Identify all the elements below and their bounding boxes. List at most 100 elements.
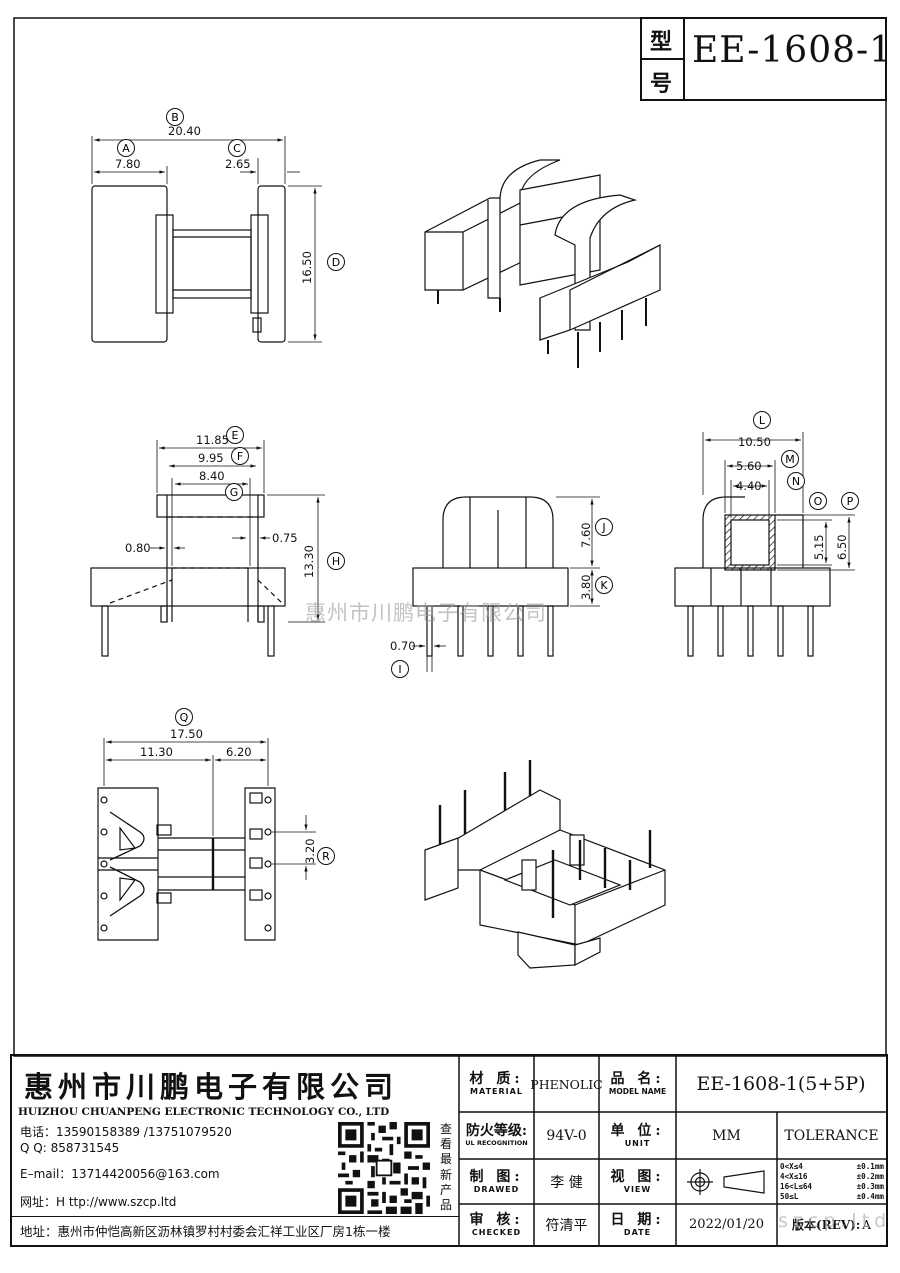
company-name-en: HUIZHOU CHUANPENG ELECTRONIC TECHNOLOGY … (18, 1106, 390, 1118)
checked-label-en: CHECKED (471, 1227, 522, 1237)
dim-marker-letter: N (792, 475, 800, 488)
qr-caption-char: 新 (439, 1167, 452, 1182)
dim-marker-m (781, 450, 799, 468)
tolerance-value: ±0.3mm (856, 1182, 884, 1191)
dim-marker-l (753, 411, 771, 429)
dim-marker-i (391, 660, 409, 678)
model-label-top: 型 (650, 29, 673, 55)
dim-marker-letter: O (814, 495, 823, 508)
dim-marker-letter: E (232, 429, 239, 442)
dim-n-text: 4.40 (736, 479, 762, 493)
tolerance-table: 0<X≤4±0.1mm 4<X≤16±0.2mm 16<L≤64±0.3mm 5… (780, 1162, 884, 1202)
tolerance-row: 50≤L±0.4mm (780, 1192, 884, 1202)
model-label-bottom: 号 (650, 71, 673, 97)
dim-marker-letter: D (332, 256, 340, 269)
center-view-dim-labels: 7.60 3.80 0.70 (390, 522, 593, 653)
qr-caption-char: 最 (439, 1152, 452, 1167)
company-email: E–mail：13714420056@163.com (20, 1167, 220, 1181)
dim-marker-e (226, 426, 244, 444)
checked-value: 符清平 (545, 1217, 588, 1234)
model-name-label-cn: 品 名: (610, 1071, 665, 1088)
tolerance-range: 0<X≤4 (780, 1162, 803, 1171)
dim-marker-o (809, 492, 827, 510)
drawn-label: 制 图:DRAWED (459, 1159, 534, 1204)
title-block: 惠州市川鹏电子有限公司 HUIZHOU CHUANPENG ELECTRONIC… (10, 1054, 888, 1247)
dim-k-text: 3.80 (579, 574, 593, 600)
dim-marker-c (228, 139, 246, 157)
dim-marker-letter: M (785, 453, 795, 466)
company-phone: 电话：13590158389 /13751079520 (20, 1125, 232, 1139)
material-value: PHENOLIC (530, 1076, 603, 1092)
drawn-value: 李 健 (550, 1174, 583, 1191)
dim-q-text: 17.50 (170, 727, 203, 741)
drawn-label-en: DRAWED (473, 1184, 520, 1194)
end-view (674, 432, 855, 657)
fire-rating-value: 94V-0 (546, 1127, 587, 1144)
dim-j-text: 7.60 (579, 522, 593, 548)
dim-marker-letter: A (122, 142, 130, 155)
corner-watermark: szcp.ltd (778, 1210, 892, 1232)
dim-a-text: 7.80 (115, 157, 141, 171)
tolerance-range: 16<L≤64 (780, 1182, 813, 1191)
dim-marker-letter: R (322, 850, 330, 863)
model-title-box (640, 17, 887, 101)
model-name-value: EE-1608-1(5+5P) (696, 1073, 866, 1095)
checked-label-cn: 审 核: (469, 1211, 524, 1228)
qr-caption-char: 产 (439, 1182, 452, 1197)
model-name-label: 品 名:MODEL NAME (599, 1056, 676, 1112)
dim-c-text: 2.65 (225, 157, 251, 171)
center-view (412, 496, 600, 672)
qr-caption-char: 品 (439, 1198, 452, 1213)
bottom-view (97, 738, 316, 941)
dim-marker-letter: J (601, 521, 605, 534)
material-label-cn: 材 质: (469, 1071, 524, 1087)
unit-value: MM (712, 1127, 741, 1144)
dim-o-text: 5.15 (812, 534, 826, 560)
view-label: 视 图:VIEW (599, 1159, 676, 1204)
watermark-text: 惠州市川鹏电子有限公司 (305, 601, 547, 625)
revision-cell: 版本(REV):A (777, 1204, 886, 1245)
dim-marker-g (225, 483, 243, 501)
dim-marker-a (117, 139, 135, 157)
date-label: 日 期:DATE (599, 1204, 676, 1245)
dim-marker-q (175, 708, 193, 726)
dim-h-text: 13.30 (302, 545, 316, 578)
tolerance-row: 16<L≤64 ±0.3mm (780, 1182, 884, 1192)
date-label-en: DATE (623, 1227, 652, 1237)
dim-marker-letter: I (398, 663, 401, 676)
dim-marker-p (841, 492, 859, 510)
dim-marker-letter: B (171, 111, 179, 124)
dim-marker-b (166, 108, 184, 126)
model-name-label-en: MODEL NAME (608, 1087, 667, 1097)
qr-code (338, 1122, 430, 1214)
tolerance-range: 4<X≤16 (780, 1172, 808, 1181)
qr-caption-char: 看 (439, 1137, 452, 1152)
dim-marker-h (327, 552, 345, 570)
iso-view-bottom (424, 760, 666, 969)
fire-rating-label-en: UL RECOGNITION (465, 1139, 528, 1148)
checked-label: 审 核:CHECKED (459, 1204, 534, 1245)
dim-marker-n (787, 472, 805, 490)
company-qq: Q Q: 858731545 (20, 1141, 120, 1155)
dim-marker-letter: C (233, 142, 241, 155)
dim-d-text: 16.50 (300, 251, 314, 284)
dim-marker-d (327, 253, 345, 271)
company-address: 地址：惠州市仲恺高新区沥林镇罗村村委会汇祥工业区厂房1栋一楼 (20, 1224, 391, 1239)
material-label: 材 质:MATERIAL (459, 1056, 534, 1112)
unit-label: 单 位:UNIT (599, 1112, 676, 1159)
dim-g-text: 8.40 (199, 469, 225, 483)
unit-label-cn: 单 位: (610, 1122, 665, 1139)
unit-label-en: UNIT (624, 1138, 651, 1148)
dim-left-wall-text: 0.80 (125, 541, 151, 555)
dim-marker-j (595, 518, 613, 536)
end-view-dim-labels: 10.50 5.60 4.40 5.15 6.50 (736, 435, 849, 560)
material-label-en: MATERIAL (470, 1087, 523, 1096)
iso-view-top (424, 159, 661, 368)
dim-f-text: 9.95 (198, 451, 224, 465)
front-view-dim-labels: 11.85 9.95 8.40 0.80 0.75 13.30 (125, 433, 316, 578)
tolerance-row: 4<X≤16±0.2mm (780, 1172, 884, 1182)
view-label-cn: 视 图: (610, 1168, 665, 1185)
company-web: 网址：H ttp://www.szcp.ltd (20, 1195, 177, 1209)
